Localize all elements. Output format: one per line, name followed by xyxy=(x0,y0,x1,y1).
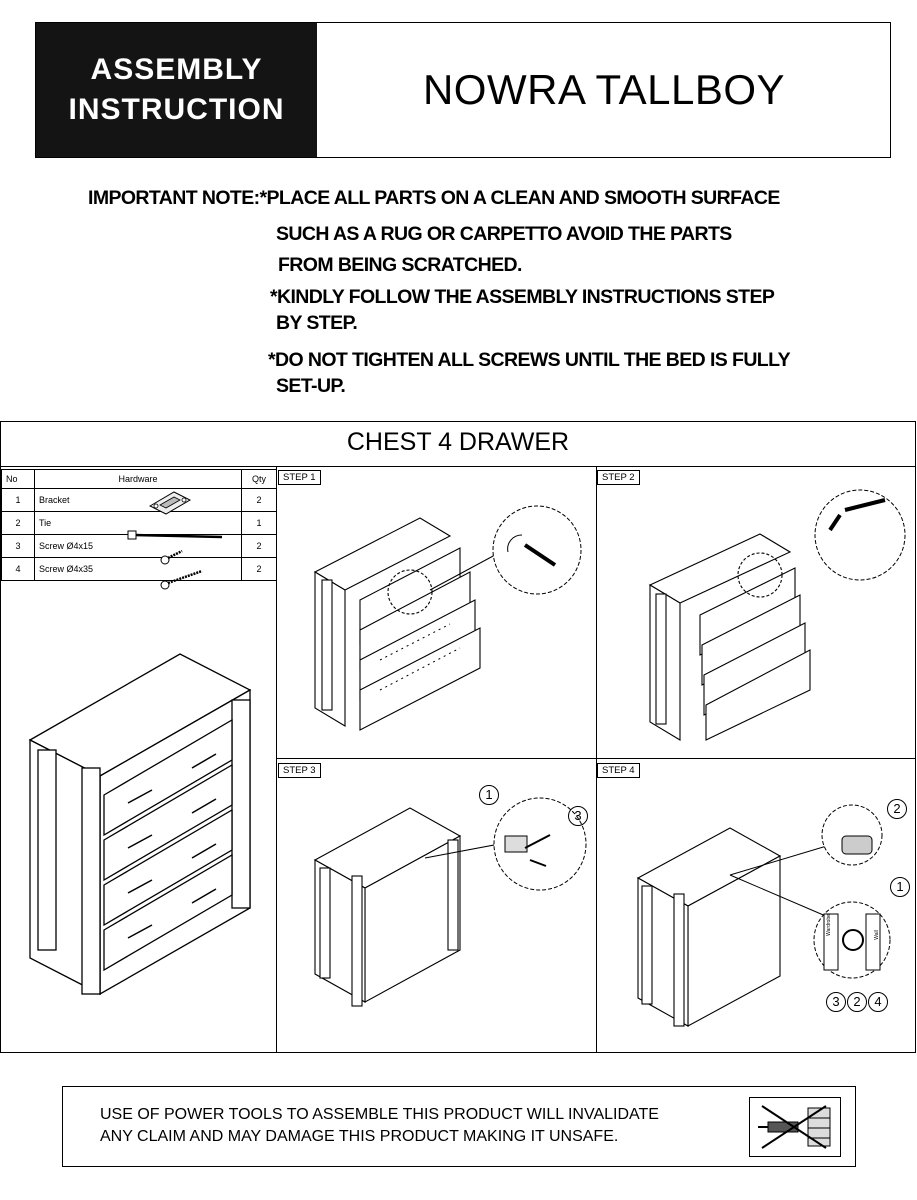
tie-icon xyxy=(127,530,223,540)
table-header-row: No Hardware Qty xyxy=(1,469,277,489)
instruction-panel xyxy=(0,421,916,1053)
col-qty-header: Qty xyxy=(241,469,277,489)
row-hardware-label: Tie xyxy=(39,518,52,528)
table-row: 4 Screw Ø4x35 2 xyxy=(1,557,277,581)
step-3-label: STEP 3 xyxy=(278,763,321,778)
col-hardware-header: Hardware xyxy=(34,469,242,489)
screw-short-icon xyxy=(160,549,183,565)
callout-3-step3: 3 xyxy=(568,806,588,826)
callout-2b-step4: 2 xyxy=(847,992,867,1012)
row-qty: 1 xyxy=(241,511,277,535)
middle-column-divider xyxy=(596,466,597,1052)
step-3-illustration xyxy=(313,797,587,1007)
hardware-table: No Hardware Qty 1 Bracket 2 2 Tie 1 3 Sc… xyxy=(1,469,277,581)
note-line-1: IMPORTANT NOTE:*PLACE ALL PARTS ON A CLE… xyxy=(88,187,780,209)
row-no: 3 xyxy=(1,534,35,558)
callout-4-step4: 4 xyxy=(868,992,888,1012)
finished-chest-illustration xyxy=(28,653,252,996)
callout-1-step3: 1 xyxy=(479,785,499,805)
note-line-3: FROM BEING SCRATCHED. xyxy=(278,254,522,276)
note-line-4: *KINDLY FOLLOW THE ASSEMBLY INSTRUCTIONS… xyxy=(270,286,775,308)
row-hardware-label: Screw Ø4x35 xyxy=(39,564,94,574)
product-title: NOWRA TALLBOY xyxy=(422,66,786,113)
row-hardware: Tie xyxy=(34,511,242,535)
step-1-illustration xyxy=(313,505,582,731)
note-line-7: SET-UP. xyxy=(276,375,346,397)
warning-line-1: USE OF POWER TOOLS TO ASSEMBLE THIS PROD… xyxy=(100,1106,659,1123)
wardrobe-label: Wardrobe xyxy=(825,914,832,936)
row-no: 1 xyxy=(1,488,35,512)
note-line-5: BY STEP. xyxy=(276,312,358,334)
step-1-label: STEP 1 xyxy=(278,470,321,485)
title-divider xyxy=(0,466,916,467)
chest-title: CHEST 4 DRAWER xyxy=(346,428,570,456)
step-2-illustration xyxy=(648,489,906,741)
no-power-tools-icon xyxy=(749,1097,841,1157)
table-row: 1 Bracket 2 xyxy=(1,488,277,512)
note-line-2: SUCH AS A RUG OR CARPETTO AVOID THE PART… xyxy=(276,223,732,245)
crossed-drill-icon xyxy=(758,1105,831,1149)
callout-1-step4: 1 xyxy=(890,877,910,897)
header-frame xyxy=(35,22,891,158)
note-line-6: *DO NOT TIGHTEN ALL SCREWS UNTIL THE BED… xyxy=(268,349,791,371)
screw-long-icon xyxy=(160,569,203,590)
callout-2-step4: 2 xyxy=(887,799,907,819)
assembly-instruction-badge: ASSEMBLY INSTRUCTION xyxy=(36,23,317,157)
badge-line-2: INSTRUCTION xyxy=(68,93,285,126)
row-qty: 2 xyxy=(241,534,277,558)
row-hardware-label: Screw Ø4x15 xyxy=(39,541,94,551)
row-hardware: Screw Ø4x35 xyxy=(34,557,242,581)
step-row-divider xyxy=(276,758,916,759)
bracket-icon xyxy=(148,491,192,515)
row-qty: 2 xyxy=(241,488,277,512)
left-column-divider xyxy=(276,466,277,1052)
warning-line-2: ANY CLAIM AND MAY DAMAGE THIS PRODUCT MA… xyxy=(100,1128,619,1145)
row-no: 4 xyxy=(1,557,35,581)
row-qty: 2 xyxy=(241,557,277,581)
warning-text: USE OF POWER TOOLS TO ASSEMBLE THIS PROD… xyxy=(100,1104,659,1148)
callout-3-step4: 3 xyxy=(826,992,846,1012)
row-hardware-label: Bracket xyxy=(39,495,70,505)
step-4-illustration xyxy=(636,804,891,1027)
col-no-header: No xyxy=(1,469,35,489)
step-4-label: STEP 4 xyxy=(597,763,640,778)
warning-box xyxy=(62,1086,856,1167)
step-2-label: STEP 2 xyxy=(597,470,640,485)
row-hardware: Bracket xyxy=(34,488,242,512)
badge-line-1: ASSEMBLY xyxy=(90,53,263,86)
wall-label: Wall xyxy=(873,930,880,940)
row-no: 2 xyxy=(1,511,35,535)
